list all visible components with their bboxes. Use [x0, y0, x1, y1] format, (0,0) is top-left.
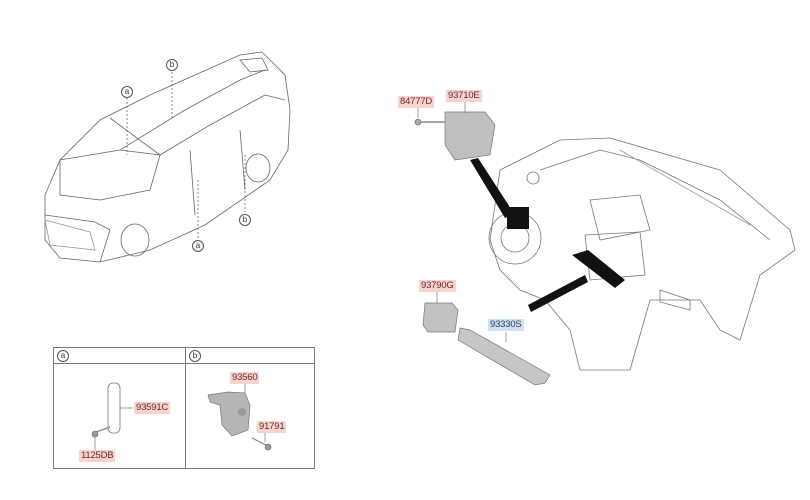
callout-b-pillar[interactable]: b	[239, 214, 251, 226]
highlight-center-switch	[572, 250, 625, 288]
detail-table-header	[54, 348, 314, 364]
part-label-93710E[interactable]: 93710E	[446, 90, 482, 102]
part-label-1125DB[interactable]: 1125DB	[79, 450, 116, 462]
part-label-93330S[interactable]: 93330S	[488, 319, 524, 331]
part-1125DB-illustration	[91, 426, 111, 450]
part-93330S-illustration	[457, 327, 551, 386]
van-illustration	[44, 51, 291, 263]
detail-table-divider	[185, 348, 186, 468]
part-label-93560[interactable]: 93560	[230, 372, 260, 384]
callout-b-roof[interactable]: b	[166, 59, 178, 71]
detail-table: a b	[53, 347, 315, 469]
dashboard-illustration	[488, 137, 796, 371]
callout-leader-lines	[126, 72, 246, 238]
detail-header-b: b	[189, 350, 201, 362]
callout-a-door[interactable]: a	[192, 240, 204, 252]
part-93790G-illustration	[422, 292, 459, 333]
part-93591C-illustration	[107, 382, 133, 434]
part-93560-illustration	[207, 383, 251, 437]
part-93710E-illustration	[444, 102, 496, 161]
pointer-arrow-center	[528, 275, 588, 312]
part-label-91791[interactable]: 91791	[257, 421, 287, 433]
part-label-93591C[interactable]: 93591C	[134, 402, 171, 414]
detail-header-a: a	[57, 350, 69, 362]
callout-a-roof[interactable]: a	[121, 86, 133, 98]
part-label-93790G[interactable]: 93790G	[419, 280, 456, 292]
part-label-84777D[interactable]: 84777D	[398, 96, 435, 108]
part-91791-illustration	[251, 432, 272, 451]
pointer-arrow-steering	[470, 158, 515, 218]
highlight-steering-switch	[507, 207, 529, 229]
